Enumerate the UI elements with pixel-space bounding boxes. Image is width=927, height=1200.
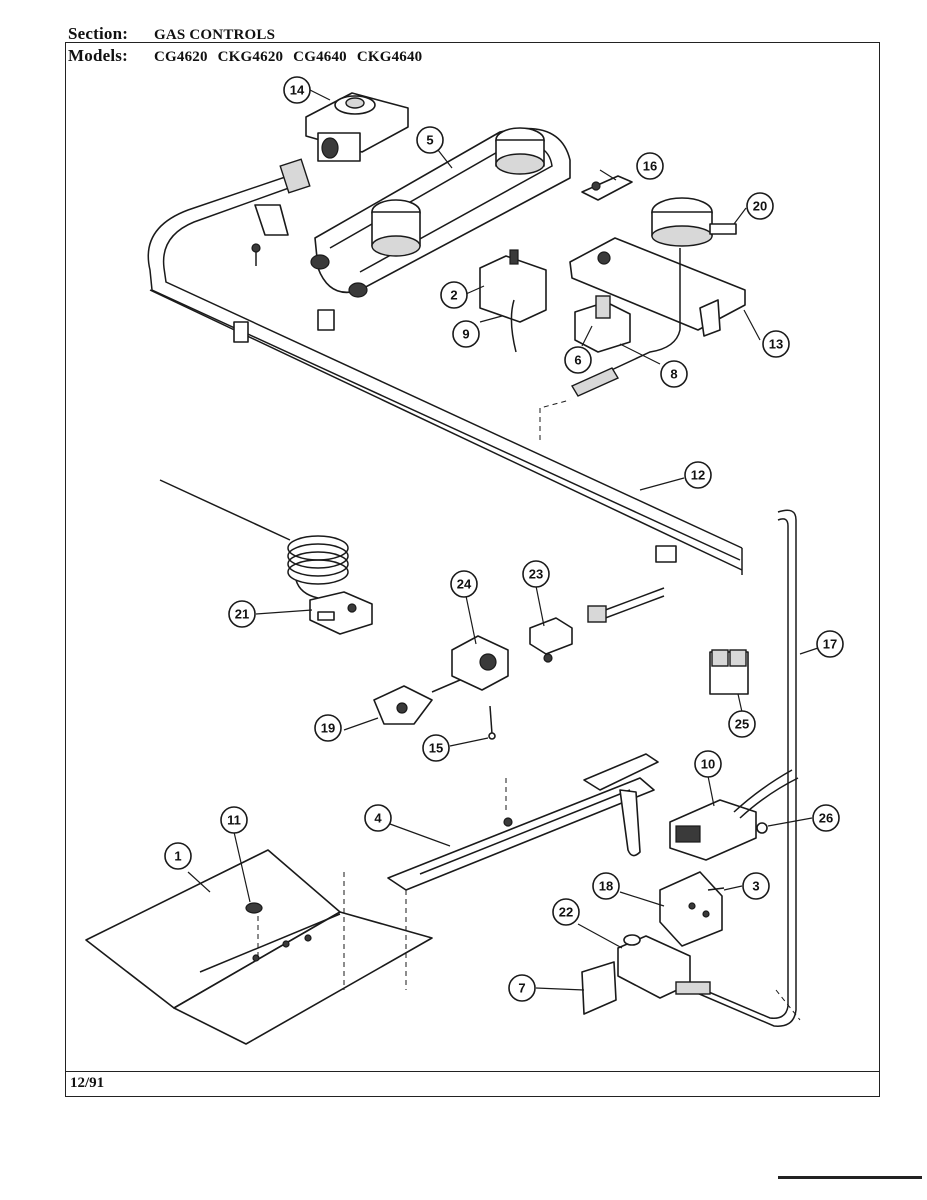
svg-text:18: 18 — [599, 879, 613, 894]
callout-23: 23 — [522, 560, 550, 588]
part-3-screw — [707, 887, 725, 891]
part-12-manifold — [639, 477, 685, 491]
svg-text:9: 9 — [462, 327, 469, 342]
callout-7: 7 — [508, 974, 536, 1002]
part-6-8-igniter — [574, 295, 631, 353]
models-label: Models: — [68, 46, 128, 65]
diagram-frame — [65, 42, 880, 1097]
revision-date: 12/91 — [70, 1075, 105, 1091]
footer-divider — [65, 1071, 880, 1072]
svg-text:19: 19 — [321, 721, 335, 736]
part-24-valve — [431, 635, 509, 693]
callout-17: 17 — [816, 630, 844, 658]
callout-10: 10 — [694, 750, 722, 778]
callout-21: 21 — [228, 600, 256, 628]
callout-3: 3 — [742, 872, 770, 900]
svg-text:10: 10 — [701, 757, 715, 772]
svg-text:26: 26 — [819, 811, 833, 826]
callout-15: 15 — [422, 734, 450, 762]
callout-12: 12 — [684, 461, 712, 489]
callout-11: 11 — [220, 806, 248, 834]
part-17-tube — [689, 509, 801, 1027]
svg-text:8: 8 — [670, 367, 677, 382]
part-16-igniter-bracket — [581, 175, 633, 201]
leader-lines — [187, 89, 819, 991]
part-23-fitting — [529, 617, 573, 663]
callout-25: 25 — [728, 710, 756, 738]
svg-text:7: 7 — [518, 981, 525, 996]
callout-18: 18 — [592, 872, 620, 900]
svg-text:20: 20 — [753, 199, 767, 214]
svg-text:5: 5 — [426, 133, 433, 148]
manifold-pipe — [147, 158, 743, 575]
part-19-bracket — [373, 685, 433, 725]
part-15-screw — [488, 705, 496, 740]
svg-text:1: 1 — [174, 849, 181, 864]
part-21-thermostat — [159, 479, 373, 635]
models-list: CG4620 CKG4620 CG4640 CKG4640 — [154, 49, 423, 65]
svg-text:13: 13 — [769, 337, 783, 352]
svg-text:22: 22 — [559, 905, 573, 920]
callout-22: 22 — [552, 898, 580, 926]
part-5-top-burner — [310, 127, 571, 298]
svg-text:6: 6 — [574, 353, 581, 368]
section-header: Section: GAS CONTROLS — [68, 24, 275, 44]
part-7-bracket — [581, 961, 617, 1015]
part-13-bracket — [569, 237, 746, 397]
scan-mark — [778, 1176, 922, 1179]
part-9-wire — [510, 299, 517, 353]
part-22-safety-valve — [617, 934, 711, 999]
callout-1: 1 — [164, 842, 192, 870]
svg-text:12: 12 — [691, 468, 705, 483]
part-1-oven-bottom — [85, 849, 433, 1045]
part-14-regulator — [305, 92, 409, 162]
part-20-valve — [651, 197, 737, 247]
callout-8: 8 — [660, 360, 688, 388]
part-2-switch — [479, 249, 547, 323]
callout-2: 2 — [440, 281, 468, 309]
section-label: Section: — [68, 24, 129, 43]
callout-6: 6 — [564, 346, 592, 374]
callout-24: 24 — [450, 570, 478, 598]
svg-text:16: 16 — [643, 159, 657, 174]
svg-text:21: 21 — [235, 607, 249, 622]
part-25-electrode — [709, 649, 749, 695]
callout-26: 26 — [812, 804, 840, 832]
svg-text:14: 14 — [290, 83, 305, 98]
svg-text:25: 25 — [735, 717, 749, 732]
svg-text:11: 11 — [227, 813, 241, 828]
svg-text:24: 24 — [457, 577, 472, 592]
callout-14: 14 — [283, 76, 311, 104]
callout-16: 16 — [636, 152, 664, 180]
svg-text:2: 2 — [450, 288, 457, 303]
svg-text:4: 4 — [374, 811, 382, 826]
callout-9: 9 — [452, 320, 480, 348]
section-title: GAS CONTROLS — [154, 27, 276, 43]
part-26-screw — [756, 822, 768, 834]
callout-13: 13 — [762, 330, 790, 358]
part-4-oven-burner — [387, 753, 659, 891]
part-10-spark-module — [669, 769, 799, 861]
models-header: Models: CG4620 CKG4620 CG4640 CKG4640 — [68, 46, 422, 66]
assembly-guides — [257, 399, 571, 990]
pilot-tube — [587, 587, 665, 623]
part-11-clip — [245, 902, 263, 914]
callout-20: 20 — [746, 192, 774, 220]
svg-text:3: 3 — [752, 879, 759, 894]
svg-text:15: 15 — [429, 741, 443, 756]
callout-4: 4 — [364, 804, 392, 832]
svg-text:23: 23 — [529, 567, 543, 582]
part-18-bracket — [659, 871, 723, 947]
callout-5: 5 — [416, 126, 444, 154]
svg-text:17: 17 — [823, 637, 837, 652]
callout-19: 19 — [314, 714, 342, 742]
